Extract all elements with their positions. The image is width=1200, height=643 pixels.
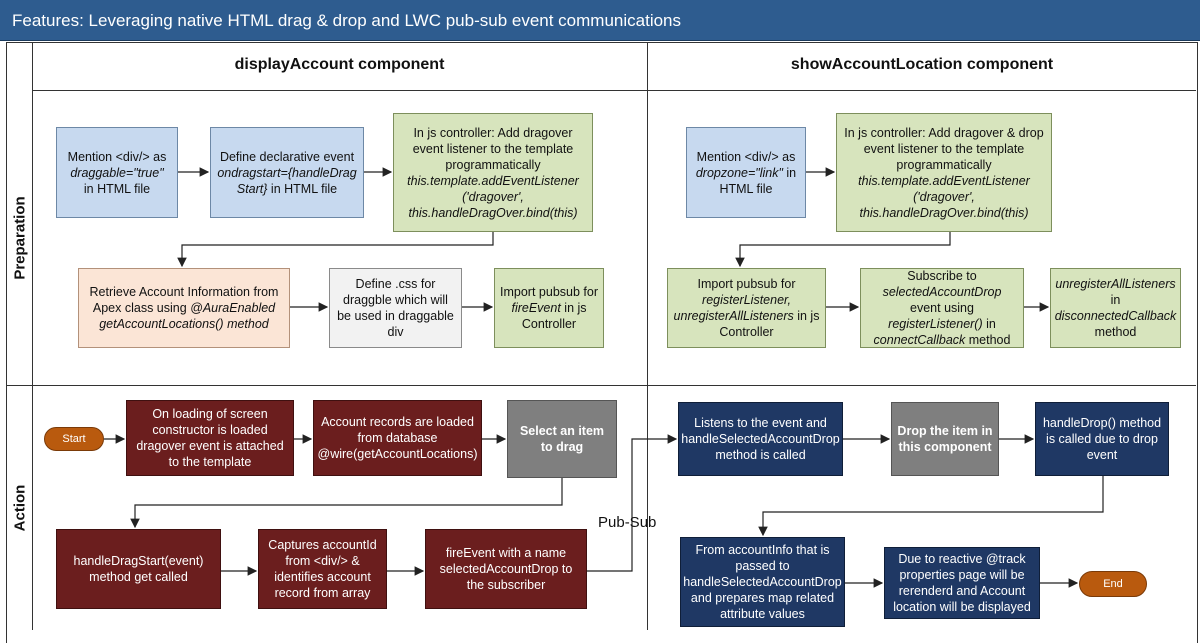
features-subtitle: Features: Leveraging native HTML drag & …: [12, 11, 682, 30]
action-box-listens: Listens to the event and handleSelectedA…: [678, 402, 843, 476]
arrow-line: [587, 434, 678, 572]
start-terminator: Start: [44, 427, 104, 451]
arrow-line: [177, 232, 494, 268]
column-header-display-account: displayAccount component: [234, 56, 445, 73]
action-box-capture-account: Captures accountId from <div/> & identif…: [258, 529, 387, 609]
connector-lines: [104, 167, 1104, 588]
action-box-on-loading: On loading of screen constructor is load…: [126, 400, 294, 476]
prep-box-retrieve-account: Retrieve Account Information from Apex c…: [78, 268, 290, 348]
prep-box-define-css: Define .css for draggble which will be u…: [329, 268, 462, 348]
header-banner: Features: Leveraging native HTML drag & …: [0, 0, 1200, 41]
column-divider: [647, 42, 648, 630]
action-box-handle-drop: handleDrop() method is called due to dro…: [1035, 402, 1169, 476]
prep-box-import-pubsub: Import pubsub for fireEvent in js Contro…: [494, 268, 604, 348]
action-box-fire-event: fireEvent with a name selectedAccountDro…: [425, 529, 587, 609]
action-box-drop-item: Drop the item in this component: [891, 402, 999, 476]
action-box-drag-start: handleDragStart(event) method get called: [56, 529, 221, 609]
prep-box-dragover-listener: In js controller: Add dragover event lis…: [393, 113, 593, 232]
swimlane-frame: [6, 42, 1198, 643]
prep-box-unregister: unregisterAllListeners in disconnectedCa…: [1050, 268, 1181, 348]
pubsub-label: Pub-Sub: [598, 514, 657, 531]
action-box-select-item: Select an item to drag: [507, 400, 617, 478]
prep-box-import-register: Import pubsub for registerListener, unre…: [667, 268, 826, 348]
arrow-line: [735, 232, 951, 268]
arrow-line: [130, 478, 563, 529]
lane-divider: [32, 42, 33, 630]
prep-box-drop-listener: In js controller: Add dragover & drop ev…: [836, 113, 1052, 232]
action-box-records-loaded: Account records are loaded from database…: [313, 400, 482, 476]
action-box-prepare-map: From accountInfo that is passed to handl…: [680, 537, 845, 627]
end-terminator: End: [1079, 571, 1147, 597]
header-row-line: [32, 90, 1196, 91]
arrow-line: [758, 476, 1104, 537]
column-header-show-account-location: showAccountLocation component: [790, 56, 1054, 73]
action-box-rerender: Due to reactive @track properties page w…: [884, 547, 1040, 619]
lane-separator: [6, 385, 1196, 386]
prep-box-subscribe: Subscribe to selectedAccountDrop event u…: [860, 268, 1024, 348]
